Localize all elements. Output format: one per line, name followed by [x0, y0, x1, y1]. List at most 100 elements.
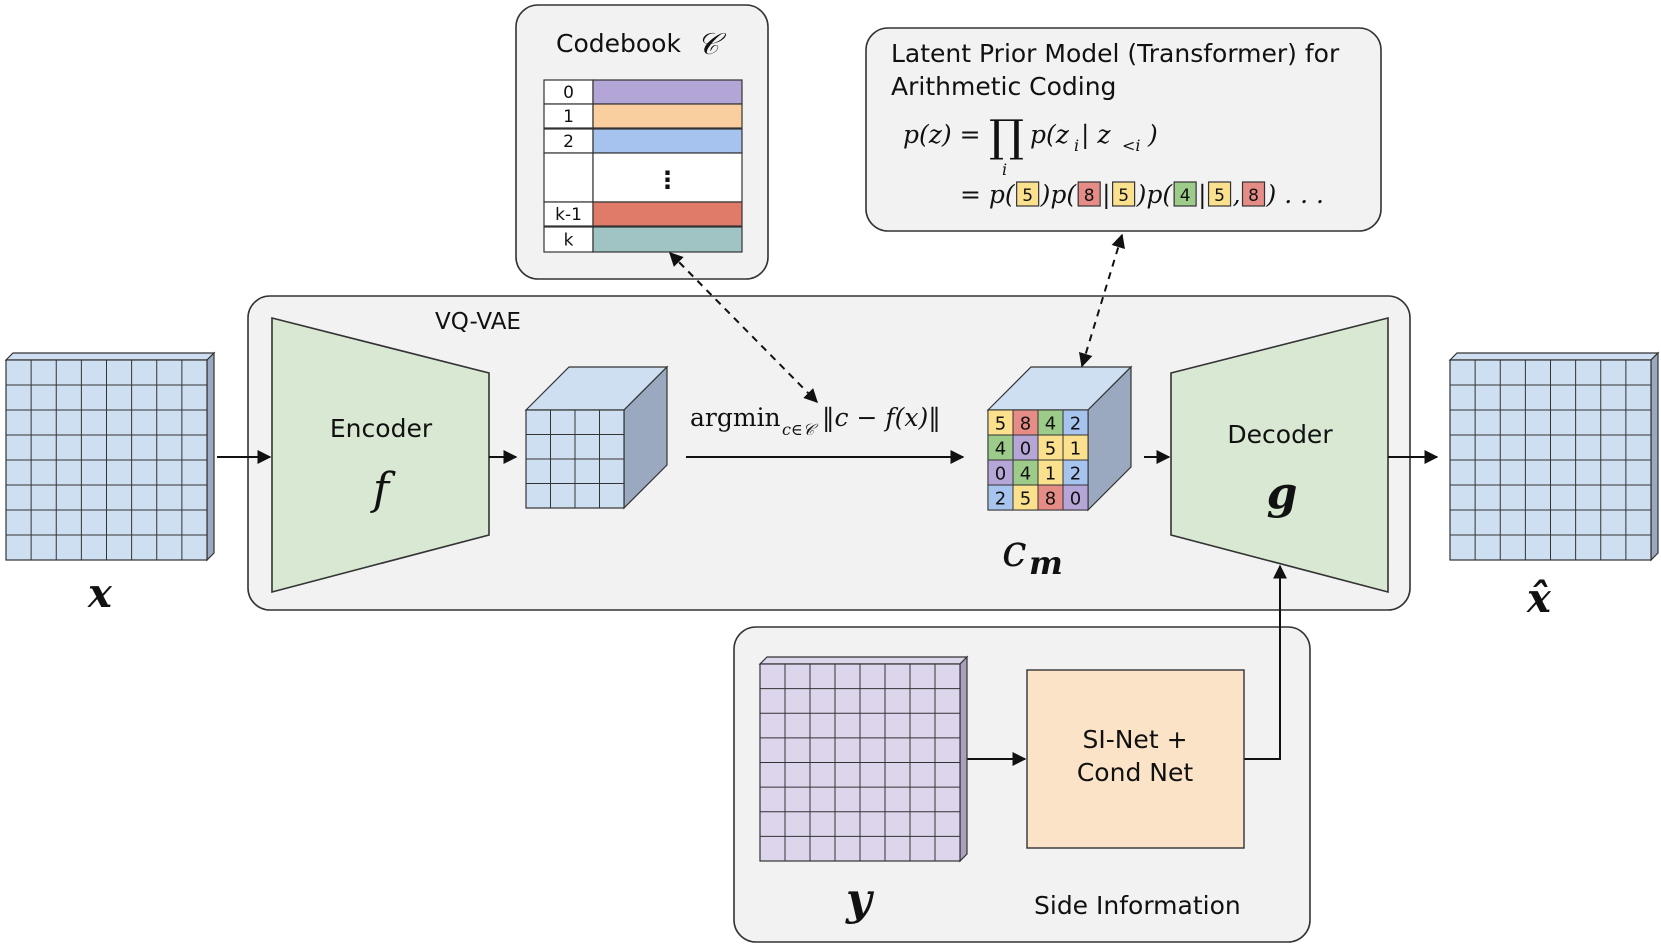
arrow-sinet-to-decoder [1243, 564, 1287, 760]
prior-token-box [1173, 181, 1197, 207]
vqvae-title: VQ-VAE [435, 309, 521, 335]
output-image-side-face [1650, 351, 1659, 562]
prior-token-value: 5 [1022, 186, 1033, 206]
code-cell-value: 0 [995, 464, 1006, 485]
eq2-bar: | [1102, 180, 1110, 210]
code-cell-value: 4 [1020, 464, 1031, 485]
quantize-objective: ‖c − f(x)‖ [822, 403, 941, 433]
sinet-label-line2: Cond Net [1077, 758, 1193, 787]
code-cell-value: 1 [1045, 464, 1056, 485]
codes-label: c [1002, 526, 1027, 577]
prior-token-value: 4 [1180, 186, 1191, 206]
eq1-rhs-b: | z [1081, 120, 1111, 150]
code-cell [1012, 459, 1039, 486]
prior-equation-1: p(z) = ∏ i p(z i | z <i ) [903, 111, 1158, 179]
codebook-title: Codebook [556, 29, 681, 58]
encoder-block [271, 316, 490, 594]
quantize-argmin: argmin [690, 403, 781, 432]
codebook-vector-cell [592, 79, 743, 105]
code-cell-value: 2 [995, 489, 1006, 510]
code-cell-value: 8 [1020, 414, 1031, 435]
dashed-arrow-prior-to-codes [1078, 233, 1126, 368]
eq1-product: ∏ [989, 111, 1024, 162]
code-cell-value: 1 [1070, 439, 1081, 460]
prior-token-value: 5 [1214, 186, 1225, 206]
eq1-rhs-sub-i: i [1074, 136, 1079, 155]
code-cell-value: 5 [1020, 489, 1031, 510]
prior-token-box [1016, 181, 1040, 207]
code-cell [1062, 434, 1089, 461]
eq2-prefix: = p( [960, 180, 1016, 209]
code-cell-value: 5 [1045, 439, 1056, 460]
eq1-rhs-sub-lt: <i [1122, 136, 1141, 155]
input-image-top-face [4, 352, 216, 361]
input-image [4, 351, 216, 562]
side-image-label: y [845, 874, 875, 925]
code-cell-value: 8 [1045, 489, 1056, 510]
code-cell-value: 5 [995, 414, 1006, 435]
code-cell [1012, 409, 1039, 436]
output-image [1448, 351, 1660, 562]
codebook-index-label: k [564, 231, 574, 251]
code-cell-value: 2 [1070, 414, 1081, 435]
codebook-vector-cell [592, 128, 743, 154]
output-label: x̂ [1526, 575, 1552, 622]
code-cell-value: 4 [1045, 414, 1056, 435]
codebook-index-cell [543, 79, 594, 105]
codebook-index-label: 0 [563, 83, 574, 103]
eq2-close: )p( [1136, 180, 1174, 209]
codebook-vector-cell [592, 103, 743, 129]
input-image-side-face [206, 351, 215, 562]
eq1-rhs-a: p(z [1030, 120, 1070, 149]
code-cell [1062, 484, 1089, 511]
code-cell-value: 4 [995, 439, 1006, 460]
decoder-block [1170, 316, 1389, 594]
side-info-image [758, 655, 969, 863]
decoder-label: Decoder [1227, 420, 1333, 449]
prior-token-box [1207, 181, 1232, 207]
eq1-lhs: p(z) = [903, 120, 981, 149]
eq2-tail: ) . . . [1266, 180, 1324, 209]
code-cell [1037, 484, 1064, 511]
prior-token-value: 8 [1248, 186, 1259, 206]
dashed-arrow-codebook-to-codes [669, 252, 818, 403]
latent-feature-cube [524, 365, 669, 510]
prior-token-box [1077, 181, 1101, 207]
sinet-block [1026, 669, 1245, 849]
code-cell [1062, 409, 1089, 436]
input-label: x [87, 570, 113, 617]
eq1-rhs-c: ) [1147, 120, 1158, 149]
prior-equation-2: = p(5)p(8|5)p(4|5,8) . . . [960, 180, 1324, 210]
sinet-label-line1: SI-Net + [1082, 725, 1187, 754]
eq2-comma: , [1233, 180, 1241, 209]
code-cell [1037, 409, 1064, 436]
codebook-ellipsis: ⋮ [656, 166, 680, 194]
codebook-index-cell [543, 103, 594, 129]
encoder-label: Encoder [330, 414, 433, 443]
prior-token-value: 8 [1084, 186, 1095, 206]
eq2-bar: | [1198, 180, 1206, 210]
codebook-vector-cell [592, 201, 743, 227]
prior-panel [865, 27, 1382, 232]
codebook-index-cell [543, 201, 594, 227]
codebook-index-label: k-1 [555, 205, 582, 225]
side-image-side-face [959, 655, 968, 863]
codebook-index-cell [543, 226, 594, 253]
quantize-subscript: c∈𝒞 [782, 420, 819, 439]
prior-token-box [1112, 181, 1136, 207]
eq1-product-sub: i [1002, 160, 1007, 179]
prior-title-line1: Latent Prior Model (Transformer) for [891, 39, 1340, 68]
side-info-title: Side Information [1034, 891, 1241, 920]
decoder-symbol: g [1267, 468, 1298, 519]
code-cell-value: 2 [1070, 464, 1081, 485]
codebook-index-label: 1 [563, 107, 574, 127]
code-cell-value: 0 [1070, 489, 1081, 510]
output-image-top-face [1448, 352, 1660, 361]
code-cell-value: 0 [1020, 439, 1031, 460]
code-cell [1062, 459, 1089, 486]
prior-title-line2: Arithmetic Coding [891, 72, 1116, 101]
codebook-vector-cell [592, 152, 743, 203]
